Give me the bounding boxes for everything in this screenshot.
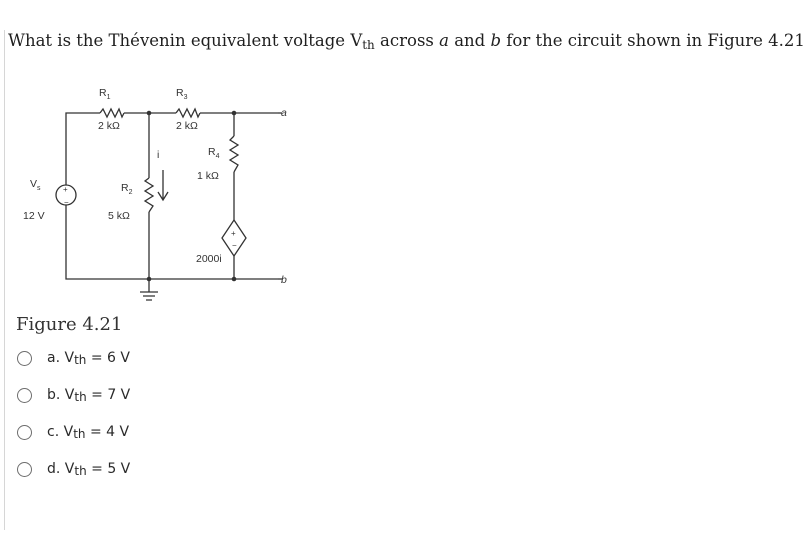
question-middle: across: [374, 31, 440, 50]
answer-options: a. Vth = 6 V b. Vth = 7 V c. Vth = 4 V d…: [17, 345, 130, 493]
terminal-a-label: a: [281, 107, 287, 119]
r1-value: 2 kΩ: [98, 120, 120, 132]
vs-minus-icon: −: [64, 198, 69, 207]
node-bottom: [146, 276, 152, 282]
r1-zigzag: [99, 107, 125, 119]
question-prefix: What is the Thévenin equivalent voltage …: [8, 31, 363, 50]
r4-value: 1 kΩ: [197, 170, 219, 182]
voltage-source-icon: [55, 184, 77, 206]
option-label[interactable]: d. Vth = 5 V: [47, 461, 131, 478]
dep-source-label: 2000i: [196, 253, 222, 265]
option-a[interactable]: a. Vth = 6 V: [17, 345, 130, 382]
figure-caption: Figure 4.21: [16, 314, 123, 335]
option-b[interactable]: b. Vth = 7 V: [17, 382, 130, 419]
question-terminal-a: a: [439, 31, 449, 50]
circuit-diagram: + − + − R1 2 kΩ R3 2 kΩ R2 5 kΩ R4 1 kΩ …: [23, 87, 287, 301]
vs-plus-icon: +: [63, 185, 68, 194]
question-suffix: for the circuit shown in Figure 4.21?: [501, 31, 805, 50]
option-d[interactable]: d. Vth = 5 V: [17, 456, 130, 493]
question-terminal-b: b: [490, 31, 502, 50]
option-label[interactable]: a. Vth = 6 V: [47, 350, 130, 367]
option-c[interactable]: c. Vth = 4 V: [17, 419, 130, 456]
dep-plus-icon: +: [231, 229, 236, 238]
terminal-b-label: b: [281, 274, 287, 286]
r4-label: R4: [208, 146, 220, 160]
ground-icon: [140, 291, 158, 301]
node-r4: [231, 110, 237, 116]
question-and: and: [448, 31, 491, 50]
dependent-source-icon: [221, 218, 247, 258]
current-label: i: [157, 149, 159, 161]
r2-value: 5 kΩ: [108, 210, 130, 222]
radio-icon[interactable]: [17, 462, 32, 477]
node-top: [146, 110, 152, 116]
node-dep-bottom: [231, 276, 237, 282]
question-subscript: th: [362, 38, 375, 52]
option-label[interactable]: c. Vth = 4 V: [47, 424, 130, 441]
r1-label: R1: [99, 87, 111, 101]
dep-minus-icon: −: [232, 241, 237, 250]
radio-icon[interactable]: [17, 388, 32, 403]
r3-zigzag: [175, 107, 201, 119]
left-border: [4, 30, 5, 530]
radio-icon[interactable]: [17, 425, 32, 440]
vs-label: Vs: [30, 178, 41, 192]
option-label[interactable]: b. Vth = 7 V: [47, 387, 131, 404]
wire-bottom: [65, 205, 278, 280]
question-text: What is the Thévenin equivalent voltage …: [8, 31, 805, 52]
current-arrow-icon: [157, 170, 169, 202]
wire-top-left: [65, 112, 100, 185]
r3-label: R3: [176, 87, 188, 101]
vs-value: 12 V: [23, 210, 45, 222]
radio-icon[interactable]: [17, 351, 32, 366]
r4-zigzag: [228, 135, 240, 173]
r2-zigzag: [143, 177, 155, 213]
r3-value: 2 kΩ: [176, 120, 198, 132]
r2-label: R2: [121, 182, 133, 196]
